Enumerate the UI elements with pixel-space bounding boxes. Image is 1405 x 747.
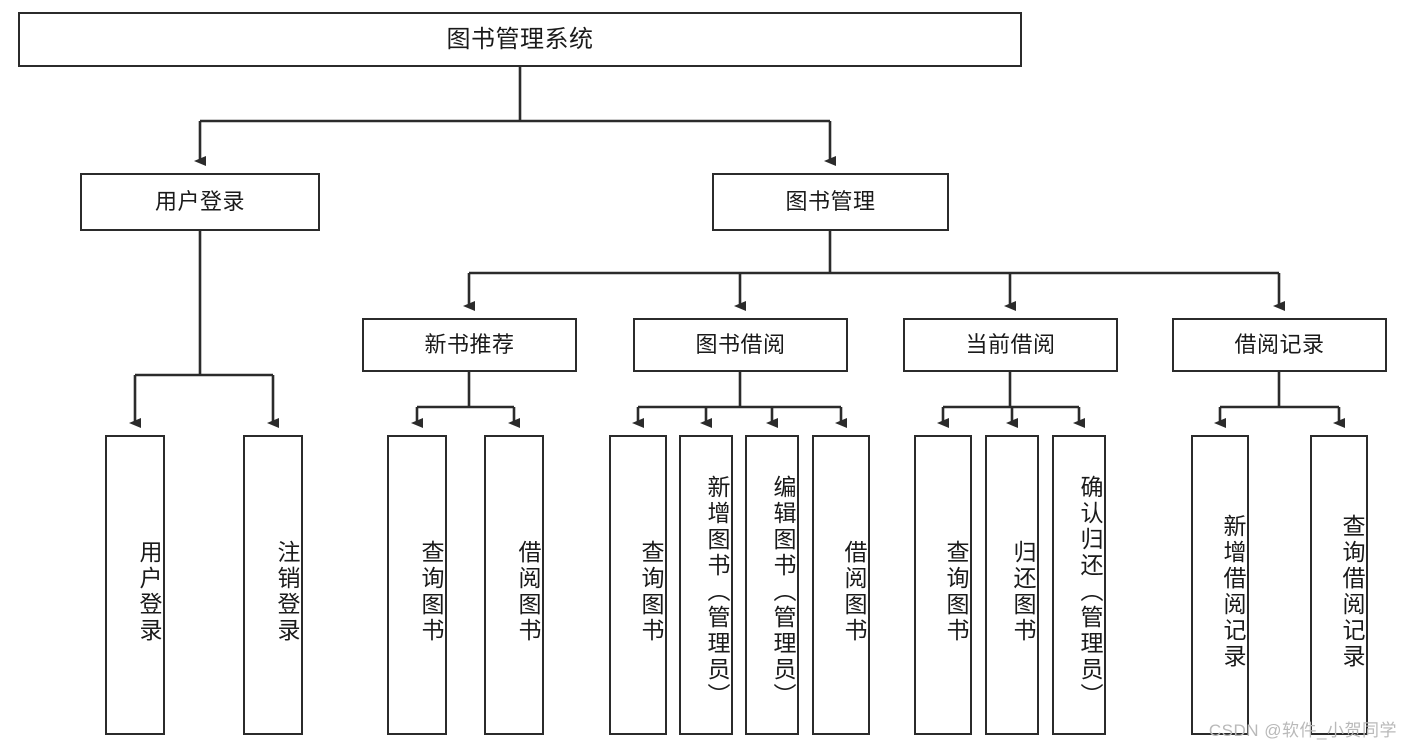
node-current-borrow[interactable]: 当前借阅 [903, 318, 1118, 372]
node-nb-query-book[interactable]: 查询图书 [387, 435, 447, 735]
node-user-login-label: 用户登录 [154, 189, 245, 215]
node-nb-borrow-book[interactable]: 借阅图书 [484, 435, 544, 735]
node-current-borrow-label: 当前借阅 [965, 332, 1056, 358]
node-book-borrow[interactable]: 图书借阅 [633, 318, 848, 372]
node-new-book-recommend[interactable]: 新书推荐 [362, 318, 577, 372]
node-borrow-record[interactable]: 借阅记录 [1172, 318, 1387, 372]
node-bb-edit-book-label: 编辑图书（管理员） [770, 475, 796, 709]
node-br-query-record[interactable]: 查询借阅记录 [1310, 435, 1368, 735]
node-br-query-record-label: 查询借阅记录 [1339, 514, 1365, 670]
node-book-borrow-label: 图书借阅 [695, 332, 786, 358]
node-cb-confirm-return[interactable]: 确认归还（管理员） [1052, 435, 1106, 735]
node-user-logout-label: 注销登录 [274, 540, 300, 644]
node-root-label: 图书管理系统 [446, 25, 594, 53]
node-new-book-recommend-label: 新书推荐 [424, 332, 515, 358]
node-cb-confirm-return-label: 确认归还（管理员） [1077, 475, 1103, 709]
node-bb-edit-book[interactable]: 编辑图书（管理员） [745, 435, 799, 735]
node-cb-query-book-label: 查询图书 [943, 540, 969, 644]
node-bb-add-book-label: 新增图书（管理员） [704, 475, 730, 709]
node-cb-return-book-label: 归还图书 [1010, 540, 1036, 644]
node-nb-borrow-book-label: 借阅图书 [515, 540, 541, 644]
node-user-login-do-label: 用户登录 [136, 540, 162, 644]
node-user-login-do[interactable]: 用户登录 [105, 435, 165, 735]
node-bb-add-book[interactable]: 新增图书（管理员） [679, 435, 733, 735]
node-br-add-record[interactable]: 新增借阅记录 [1191, 435, 1249, 735]
node-user-login[interactable]: 用户登录 [80, 173, 320, 231]
watermark: CSDN @软件_小贺同学 [1208, 721, 1397, 740]
node-user-logout[interactable]: 注销登录 [243, 435, 303, 735]
node-bb-query-book[interactable]: 查询图书 [609, 435, 667, 735]
node-borrow-record-label: 借阅记录 [1234, 332, 1325, 358]
node-nb-query-book-label: 查询图书 [418, 540, 444, 644]
node-br-add-record-label: 新增借阅记录 [1220, 514, 1246, 670]
node-bb-query-book-label: 查询图书 [638, 540, 664, 644]
node-cb-return-book[interactable]: 归还图书 [985, 435, 1039, 735]
node-bb-borrow-book-label: 借阅图书 [841, 540, 867, 644]
node-bb-borrow-book[interactable]: 借阅图书 [812, 435, 870, 735]
node-root[interactable]: 图书管理系统 [18, 12, 1022, 67]
node-book-manage[interactable]: 图书管理 [712, 173, 949, 231]
node-book-manage-label: 图书管理 [785, 189, 876, 215]
node-cb-query-book[interactable]: 查询图书 [914, 435, 972, 735]
